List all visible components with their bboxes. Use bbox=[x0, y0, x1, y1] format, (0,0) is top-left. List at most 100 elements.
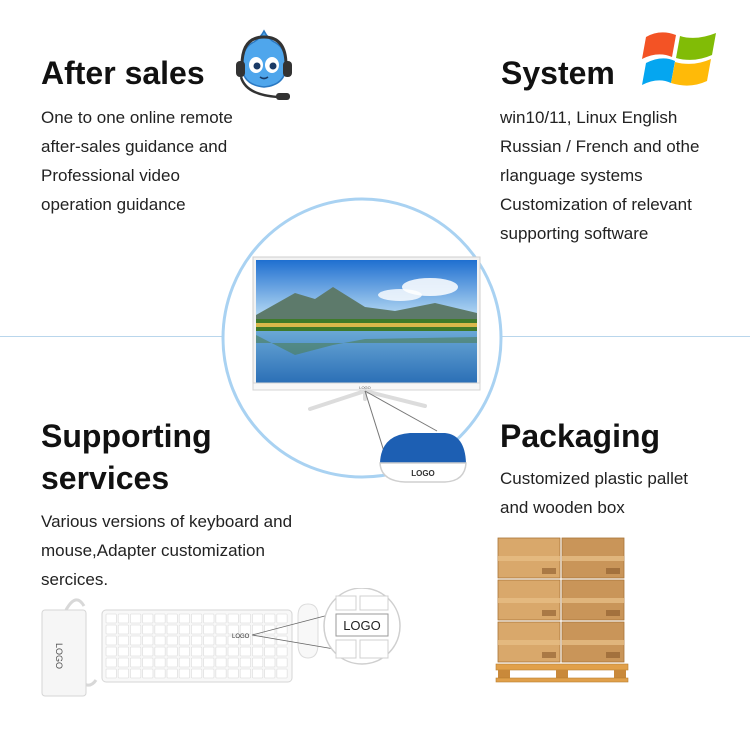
keyboard-key bbox=[166, 613, 178, 624]
keyboard-key bbox=[239, 635, 251, 646]
system-line: win10/11, Linux English bbox=[500, 108, 678, 127]
keyboard-key bbox=[190, 635, 203, 646]
packaging-line: Customized plastic pallet bbox=[500, 469, 689, 488]
wooden-pallet bbox=[495, 663, 629, 683]
monitor-logo-zoom: LOGO bbox=[379, 433, 467, 483]
keyboard: LOGO bbox=[101, 609, 293, 683]
keyboard-key bbox=[166, 624, 178, 635]
keyboard-key bbox=[178, 657, 190, 668]
keyboard-key bbox=[203, 613, 215, 624]
keyboard-key bbox=[190, 668, 203, 679]
keyboard-key bbox=[154, 668, 166, 679]
power-adapter: LOGO bbox=[41, 598, 98, 697]
keyboard-logo-text: LOGO bbox=[232, 634, 250, 640]
keyboard-key bbox=[142, 624, 154, 635]
system-line: Russian / French and othe bbox=[500, 137, 700, 156]
box-tape bbox=[498, 640, 560, 645]
monitor-illustration: LOGO LOGO bbox=[221, 197, 503, 483]
keyboard-key bbox=[203, 657, 215, 668]
keyboard-key bbox=[239, 668, 251, 679]
keyboard-key bbox=[190, 646, 203, 657]
keyboard-key bbox=[203, 668, 215, 679]
keyboard-key bbox=[105, 624, 117, 635]
keyboard-key bbox=[130, 646, 142, 657]
keyboard-key bbox=[227, 657, 239, 668]
keyboard-key bbox=[130, 657, 142, 668]
keyboard-key bbox=[190, 657, 203, 668]
keyboard-key bbox=[239, 624, 251, 635]
keyboard-key bbox=[264, 624, 276, 635]
supporting-line: Various versions of keyboard and bbox=[41, 512, 293, 531]
pallet-of-boxes-illustration bbox=[495, 537, 629, 683]
keyboard-key bbox=[190, 613, 203, 624]
box-label-mark bbox=[542, 610, 556, 616]
keyboard-logo-zoom: LOGO bbox=[323, 588, 401, 665]
keyboard-key bbox=[190, 624, 203, 635]
keyboard-key bbox=[130, 624, 142, 635]
keyboard-key bbox=[251, 646, 264, 657]
keyboard-key bbox=[251, 635, 264, 646]
keyboard-key bbox=[215, 646, 227, 657]
supporting-title-line: Supporting bbox=[41, 418, 212, 454]
mouse bbox=[297, 603, 319, 659]
keyboard-key bbox=[142, 657, 154, 668]
keyboard-key bbox=[166, 668, 178, 679]
supporting-services-description: Various versions of keyboard and mouse,A… bbox=[41, 507, 292, 594]
keyboard-key bbox=[239, 613, 251, 624]
keyboard-key bbox=[215, 635, 227, 646]
monitor-zoom-logo-text: LOGO bbox=[411, 469, 435, 478]
keyboard-key bbox=[276, 624, 288, 635]
keyboard-key bbox=[227, 613, 239, 624]
keyboard-zoom-logo-text: LOGO bbox=[343, 618, 381, 633]
keyboard-key bbox=[142, 646, 154, 657]
packaging-title: Packaging bbox=[500, 418, 661, 454]
keyboard-key bbox=[130, 635, 142, 646]
packaging-description: Customized plastic pallet and wooden box bbox=[500, 464, 688, 522]
keyboard-key bbox=[117, 646, 129, 657]
keyboard-key bbox=[227, 624, 239, 635]
keyboard-key bbox=[251, 668, 264, 679]
keyboard-key bbox=[203, 635, 215, 646]
system-line: rlanguage systems bbox=[500, 166, 643, 185]
after-sales-description: One to one online remote after-sales gui… bbox=[41, 103, 233, 219]
keyboard-key bbox=[154, 613, 166, 624]
accessories-illustration: LOGO LOGO LOGO bbox=[41, 588, 401, 697]
keyboard-key bbox=[105, 657, 117, 668]
after-sales-line: operation guidance bbox=[41, 195, 186, 214]
keyboard-key bbox=[178, 613, 190, 624]
bezel-logo-text: LOGO bbox=[359, 385, 371, 390]
box-label-mark bbox=[542, 568, 556, 574]
keyboard-key bbox=[130, 668, 142, 679]
supporting-line: sercices. bbox=[41, 570, 109, 589]
keyboard-key bbox=[178, 635, 190, 646]
box-label-mark bbox=[542, 652, 556, 658]
keyboard-key bbox=[154, 657, 166, 668]
keyboard-key bbox=[130, 613, 142, 624]
keyboard-key bbox=[154, 635, 166, 646]
keyboard-key bbox=[227, 635, 239, 646]
keyboard-key bbox=[215, 668, 227, 679]
box-label-mark bbox=[606, 610, 620, 616]
keyboard-key bbox=[264, 613, 276, 624]
system-title: System bbox=[501, 55, 615, 91]
keyboard-key bbox=[215, 624, 227, 635]
keyboard-key bbox=[264, 646, 276, 657]
box-tape bbox=[498, 556, 560, 561]
keyboard-key bbox=[178, 624, 190, 635]
system-line: Customization of relevant bbox=[500, 195, 692, 214]
keyboard-key bbox=[251, 624, 264, 635]
keyboard-key bbox=[276, 646, 288, 657]
keyboard-key bbox=[105, 668, 117, 679]
box-tape bbox=[562, 640, 624, 645]
keyboard-key bbox=[239, 657, 251, 668]
keyboard-key bbox=[178, 668, 190, 679]
keyboard-key bbox=[166, 635, 178, 646]
keyboard-key bbox=[276, 613, 288, 624]
box-tape bbox=[562, 556, 624, 561]
keyboard-key bbox=[166, 657, 178, 668]
after-sales-line: after-sales guidance and bbox=[41, 137, 228, 156]
windows-logo-icon bbox=[642, 32, 716, 86]
keyboard-key bbox=[251, 613, 264, 624]
keyboard-key bbox=[178, 646, 190, 657]
keyboard-key bbox=[251, 657, 264, 668]
